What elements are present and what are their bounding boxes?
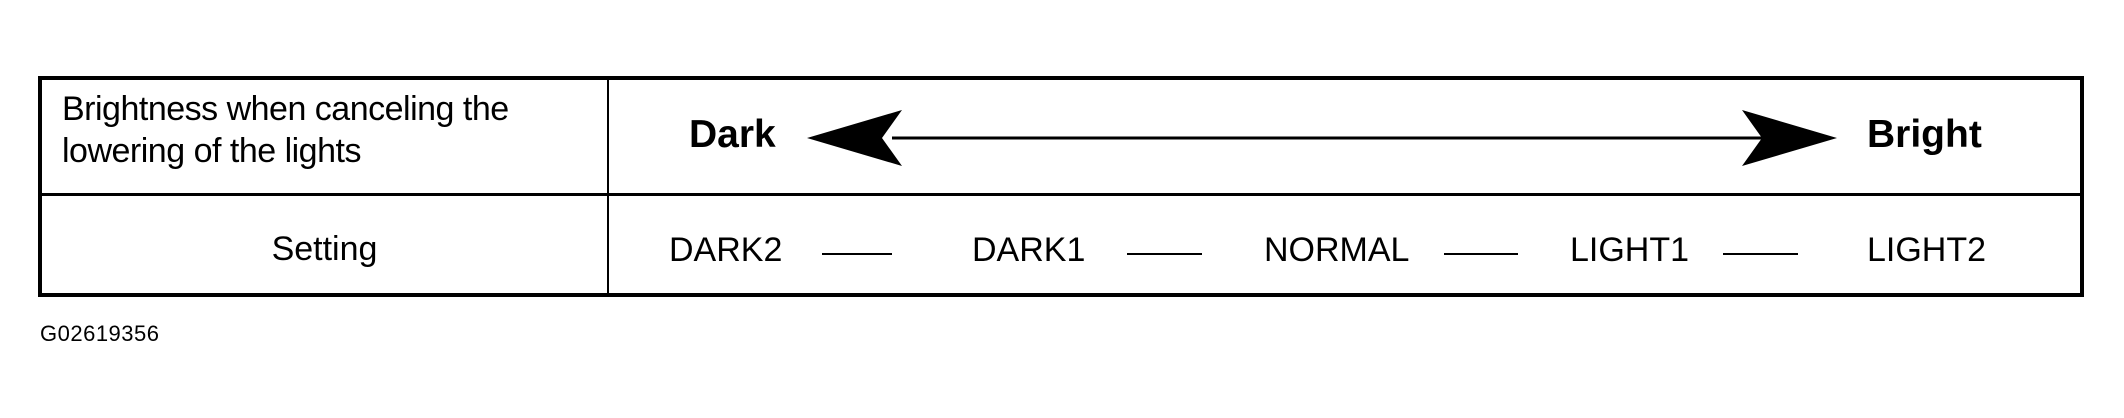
arrow-head-left (807, 110, 902, 166)
brightness-row-label: Brightness when canceling the lowering o… (62, 90, 509, 170)
setting-connector (822, 253, 892, 255)
dark-end-label: Dark (689, 113, 776, 156)
setting-connector (1444, 253, 1518, 255)
arrow-head-right (1742, 110, 1837, 166)
row-divider (42, 193, 2080, 196)
brightness-setting-table: Brightness when canceling the lowering o… (38, 76, 2084, 297)
bright-end-label: Bright (1867, 113, 1982, 156)
column-divider (607, 80, 609, 293)
figure-id: G02619356 (40, 321, 160, 346)
setting-value-dark2: DARK2 (669, 231, 783, 269)
setting-value-light1: LIGHT1 (1570, 231, 1690, 269)
double-arrow-icon (807, 110, 1837, 166)
setting-connector (1723, 253, 1798, 255)
setting-value-normal: NORMAL (1264, 231, 1410, 269)
setting-row-label: Setting (271, 230, 378, 268)
setting-value-light2: LIGHT2 (1867, 231, 1987, 269)
setting-value-dark1: DARK1 (972, 231, 1086, 269)
setting-connector (1127, 253, 1202, 255)
